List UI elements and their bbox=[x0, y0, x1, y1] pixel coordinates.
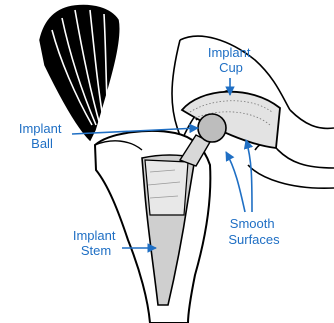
leader-smooth-surfaces-2 bbox=[246, 140, 252, 212]
label-implant-cup-line2: Cup bbox=[219, 60, 243, 75]
label-implant-stem-line1: Implant bbox=[73, 228, 116, 243]
label-smooth-surfaces: Smooth Surfaces bbox=[228, 216, 280, 247]
label-smooth-surfaces-line2: Surfaces bbox=[228, 232, 280, 247]
muscle-bundle bbox=[40, 6, 119, 140]
label-implant-cup-line1: Implant bbox=[208, 45, 251, 60]
leader-smooth-surfaces-1 bbox=[226, 152, 245, 212]
label-implant-stem-line2: Stem bbox=[81, 243, 111, 258]
label-implant-ball-line1: Implant bbox=[19, 121, 62, 136]
label-implant-ball: Implant Ball bbox=[19, 121, 65, 151]
label-smooth-surfaces-line1: Smooth bbox=[230, 216, 275, 231]
label-implant-stem: Implant Stem bbox=[73, 228, 119, 258]
label-implant-cup: Implant Cup bbox=[208, 45, 254, 75]
label-implant-ball-line2: Ball bbox=[31, 136, 53, 151]
